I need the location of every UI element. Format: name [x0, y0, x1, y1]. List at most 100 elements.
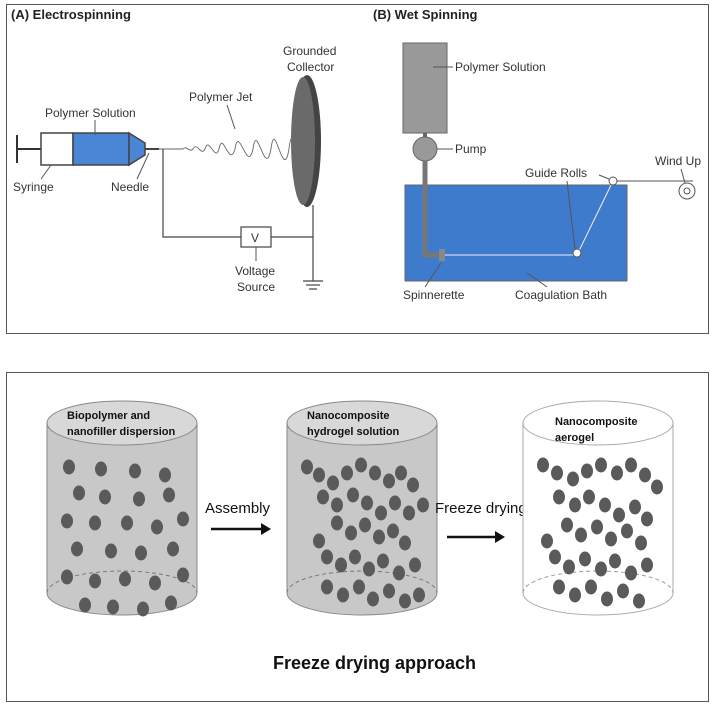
particle: [99, 489, 111, 505]
network-particle: [541, 533, 553, 549]
spinning-methods-panel: (A) Electrospinning Polymer Solution Syr…: [6, 4, 709, 334]
particle: [89, 515, 101, 531]
network-particle: [413, 587, 425, 603]
electrospinning-title: (A) Electrospinning: [11, 7, 131, 22]
cylinder3-label-line1: Nanocomposite: [555, 416, 638, 428]
aerogel-network: [537, 457, 663, 609]
feed-tube: [422, 161, 441, 258]
network-particle: [369, 465, 381, 481]
polymer-jet-label: Polymer Jet: [189, 90, 253, 104]
network-particle: [583, 489, 595, 505]
assembly-arrow: [211, 523, 271, 535]
freeze-drying-label: Freeze drying: [435, 500, 527, 517]
network-particle: [317, 489, 329, 505]
assembly-label: Assembly: [205, 500, 271, 517]
particle: [151, 519, 163, 535]
network-particle: [605, 531, 617, 547]
particle: [61, 569, 73, 585]
network-particle: [389, 495, 401, 511]
network-particle: [581, 463, 593, 479]
network-particle: [399, 535, 411, 551]
network-particle: [567, 471, 579, 487]
network-particle: [591, 519, 603, 535]
syringe: [16, 131, 146, 167]
particle: [129, 463, 141, 479]
network-particle: [569, 497, 581, 513]
source-label: Source: [237, 280, 275, 294]
spinnerette-label: Spinnerette: [403, 288, 465, 302]
network-particle: [585, 579, 597, 595]
network-particle: [361, 495, 373, 511]
network-particle: [355, 457, 367, 473]
network-particle: [347, 487, 359, 503]
network-particle: [363, 561, 375, 577]
network-particle: [417, 497, 429, 513]
network-particle: [321, 579, 333, 595]
pump: [412, 136, 438, 162]
particle: [89, 573, 101, 589]
network-particle: [625, 457, 637, 473]
particle: [177, 567, 189, 583]
network-particle: [629, 499, 641, 515]
network-particle: [569, 587, 581, 603]
network-particle: [641, 511, 653, 527]
network-particle: [621, 523, 633, 539]
network-particle: [641, 557, 653, 573]
particle: [159, 467, 171, 483]
network-particle: [301, 459, 313, 475]
network-particle: [331, 515, 343, 531]
fiber-path: [445, 180, 614, 256]
network-particle: [335, 557, 347, 573]
particle: [95, 461, 107, 477]
cylinder1-label-line1: Biopolymer and: [67, 410, 150, 422]
network-particle: [367, 591, 379, 607]
network-particle: [611, 465, 623, 481]
network-particle: [345, 525, 357, 541]
particle: [79, 597, 91, 613]
network-particle: [399, 593, 411, 609]
network-particle: [617, 583, 629, 599]
collector-label: Collector: [287, 60, 334, 74]
wind-up-roll: [678, 182, 696, 200]
network-particle: [625, 565, 637, 581]
cylinder2-label-line2: hydrogel solution: [307, 426, 400, 438]
network-particle: [393, 565, 405, 581]
network-particle: [377, 553, 389, 569]
hydrogel-network: [301, 457, 429, 609]
particle: [119, 571, 131, 587]
coagulation-bath-label: Coagulation Bath: [515, 288, 607, 302]
network-particle: [561, 517, 573, 533]
polymer-solution-label: Polymer Solution: [45, 106, 136, 120]
network-particle: [609, 553, 621, 569]
network-particle: [341, 465, 353, 481]
network-particle: [353, 579, 365, 595]
network-particle: [537, 457, 549, 473]
network-particle: [321, 549, 333, 565]
coagulation-bath: [404, 184, 628, 282]
polymer-solution-tank: [402, 42, 448, 134]
guide-rolls-label: Guide Rolls: [525, 166, 587, 180]
particle: [133, 491, 145, 507]
particle: [105, 543, 117, 559]
syringe-label: Syringe: [13, 180, 54, 194]
freeze-drying-diagram: Biopolymer and nanofiller dispersion Ass…: [46, 400, 674, 673]
freeze-drying-arrow: [447, 531, 505, 543]
wet-polymer-solution-label: Polymer Solution: [455, 60, 546, 74]
network-particle: [327, 475, 339, 491]
pump-label: Pump: [455, 142, 487, 156]
network-particle: [549, 549, 561, 565]
voltage-circuit: [162, 149, 323, 290]
wind-up-label: Wind Up: [655, 154, 701, 168]
particle: [167, 541, 179, 557]
wet-spinning-title: (B) Wet Spinning: [373, 7, 478, 22]
network-particle: [563, 559, 575, 575]
particle: [73, 485, 85, 501]
network-particle: [595, 457, 607, 473]
particle: [177, 511, 189, 527]
network-particle: [579, 551, 591, 567]
voltage-label: Voltage: [235, 264, 275, 278]
network-particle: [395, 465, 407, 481]
polymer-jet: [159, 137, 306, 162]
particle: [71, 541, 83, 557]
particle: [61, 513, 73, 529]
